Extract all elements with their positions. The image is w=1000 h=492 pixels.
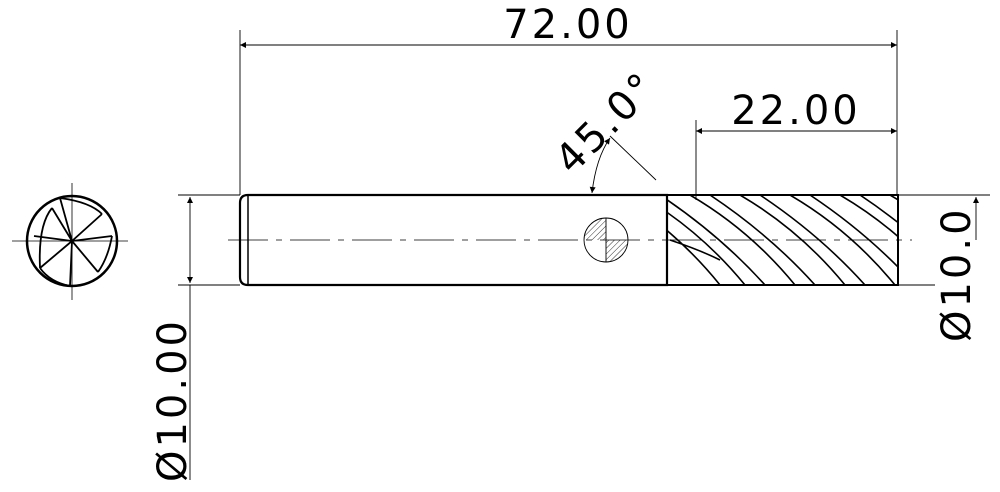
end-view — [12, 183, 128, 300]
overall-length-dimension — [239, 30, 898, 195]
center-of-gravity-symbol — [583, 217, 629, 263]
flute-length-dimension — [695, 120, 897, 200]
overall-length-label: 72.00 — [503, 2, 633, 48]
shank-diameter-dimension — [178, 194, 240, 480]
cutter-diameter-label: Ø10.0 — [934, 206, 980, 342]
flute-section — [666, 194, 899, 286]
shank — [238, 193, 669, 287]
helix-angle-label: 45.0° — [547, 63, 667, 183]
flute-length-label: 22.00 — [731, 88, 861, 134]
cutter-diameter-dimension — [898, 194, 990, 286]
helix-angle-dimension — [589, 135, 657, 194]
shank-diameter-label: Ø10.00 — [150, 318, 196, 482]
